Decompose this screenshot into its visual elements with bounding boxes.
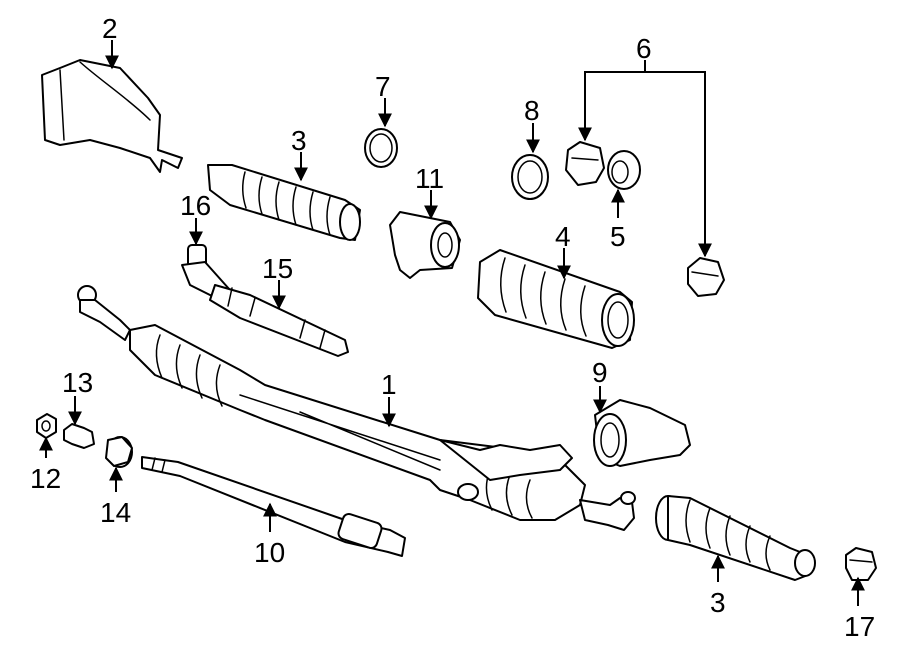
part-7-o-ring[interactable] bbox=[364, 128, 398, 168]
part-17-clamp[interactable] bbox=[845, 547, 877, 581]
leader-lines bbox=[39, 40, 865, 606]
callout-labels: 2 3 7 11 8 6 4 5 16 15 1 9 13 12 14 10 3… bbox=[30, 13, 875, 642]
callout-12: 12 bbox=[30, 463, 61, 494]
callout-15: 15 bbox=[262, 253, 293, 284]
part-4-boot[interactable] bbox=[477, 249, 635, 349]
part-6-clamp-lower[interactable] bbox=[687, 257, 725, 297]
callout-9: 9 bbox=[592, 357, 608, 388]
callout-3-lower: 3 bbox=[710, 587, 726, 618]
part-8-o-ring[interactable] bbox=[511, 154, 549, 200]
callout-14: 14 bbox=[100, 497, 131, 528]
callout-7: 7 bbox=[375, 71, 391, 102]
callout-8: 8 bbox=[524, 95, 540, 126]
part-12-nut[interactable] bbox=[36, 413, 57, 439]
part-2-heat-shield[interactable] bbox=[41, 59, 183, 173]
part-9-dust-seal[interactable] bbox=[593, 399, 691, 467]
callout-6: 6 bbox=[636, 33, 652, 64]
callout-4: 4 bbox=[555, 221, 571, 252]
part-6-clamp[interactable] bbox=[565, 141, 605, 186]
callout-10: 10 bbox=[254, 537, 285, 568]
callout-5: 5 bbox=[610, 221, 626, 252]
part-5-clamp[interactable] bbox=[607, 150, 641, 190]
callout-3-upper: 3 bbox=[291, 125, 307, 156]
part-3-lower-boot[interactable] bbox=[655, 495, 816, 581]
callout-16: 16 bbox=[180, 190, 211, 221]
part-11-mount-bushing[interactable] bbox=[389, 211, 461, 279]
part-13-fitting[interactable] bbox=[63, 423, 95, 449]
part-1-rack-assembly[interactable] bbox=[77, 285, 636, 531]
callout-2: 2 bbox=[102, 13, 118, 44]
part-3-upper-boot[interactable] bbox=[207, 164, 361, 241]
part-14-bushing[interactable] bbox=[105, 436, 133, 468]
part-15-tie-rod[interactable] bbox=[209, 284, 349, 357]
callout-17: 17 bbox=[844, 611, 875, 642]
callout-1: 1 bbox=[381, 369, 397, 400]
callout-11: 11 bbox=[415, 163, 444, 194]
callout-13: 13 bbox=[62, 367, 93, 398]
